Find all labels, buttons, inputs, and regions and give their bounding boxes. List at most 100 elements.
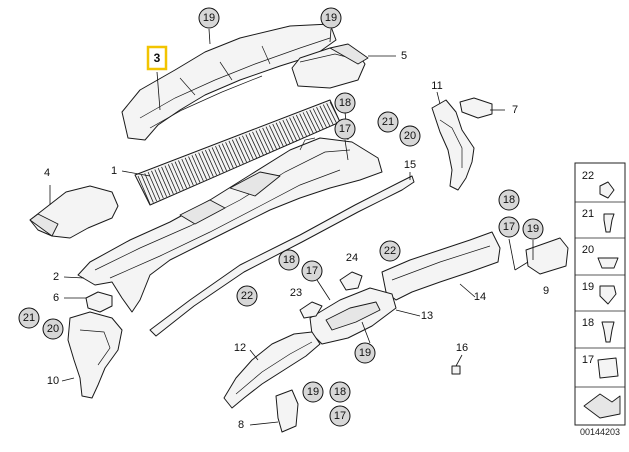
legend-number-22: 22	[582, 170, 594, 182]
svg-text:18: 18	[339, 97, 351, 109]
filter-pleat	[157, 168, 171, 196]
filter-pleat	[228, 140, 241, 166]
part-number-2: 2	[53, 271, 59, 283]
callout-20-left: 20	[42, 318, 64, 340]
filter-pleat	[295, 114, 308, 137]
svg-text:21: 21	[23, 312, 35, 324]
legend-number-21: 21	[582, 208, 594, 220]
filter-pleat	[225, 142, 238, 167]
filter-pleat	[322, 104, 334, 126]
callout-19-top-left: 19	[198, 7, 220, 29]
filter-pleat	[218, 144, 231, 170]
svg-text:19: 19	[527, 223, 539, 235]
filter-pleat	[275, 122, 288, 146]
part-11-duct	[431, 99, 475, 191]
legend-panel	[574, 162, 626, 426]
filter-pleat	[198, 152, 211, 179]
part-number-6: 6	[53, 292, 59, 304]
svg-text:21: 21	[382, 116, 394, 128]
svg-text:17: 17	[503, 221, 515, 233]
svg-text:17: 17	[334, 410, 346, 422]
callout-18-mid: 18	[278, 249, 300, 271]
part-14-panel	[381, 231, 501, 301]
reference-number: 00144203	[580, 427, 620, 437]
filter-pleat	[215, 145, 228, 172]
legend-number-17: 17	[582, 354, 594, 366]
svg-text:19: 19	[359, 347, 371, 359]
callout-22-lower: 22	[236, 285, 258, 307]
part-number-16: 16	[456, 342, 468, 354]
filter-pleat	[191, 155, 204, 182]
svg-text:19: 19	[203, 12, 215, 24]
label-23: 23	[290, 287, 302, 299]
part-13-housing	[309, 287, 397, 345]
callout-17-right: 17	[498, 216, 520, 238]
part-10-duct	[67, 311, 123, 399]
filter-pleat	[258, 129, 271, 153]
part-number-14: 14	[474, 291, 486, 303]
filter-pleat	[269, 125, 281, 149]
filter-pleat	[205, 149, 218, 176]
callout-17-bottom: 17	[329, 405, 351, 427]
svg-text:17: 17	[306, 265, 318, 277]
svg-text:20: 20	[404, 130, 416, 142]
callout-22-mid: 22	[379, 240, 401, 262]
filter-pleat	[178, 160, 191, 187]
callout-21-upper: 21	[377, 111, 399, 133]
filter-pleat	[141, 174, 154, 203]
part-number-4: 4	[44, 167, 50, 179]
part-number-13: 13	[421, 310, 433, 322]
filter-pleat	[255, 130, 268, 154]
filter-pleat	[144, 173, 158, 202]
svg-text:20: 20	[47, 323, 59, 335]
filter-pleat	[299, 113, 311, 136]
part-number-7: 7	[512, 104, 518, 116]
filter-pleat	[161, 166, 174, 195]
svg-text:17: 17	[339, 123, 351, 135]
filter-pleat	[167, 164, 181, 192]
svg-text:22: 22	[241, 290, 253, 302]
filter-pleat	[292, 116, 304, 138]
part-16-screw	[451, 365, 461, 375]
callout-19-top-right: 19	[320, 7, 342, 29]
filter-pleat	[326, 103, 338, 124]
part-number-15: 15	[404, 159, 416, 171]
part-number-5: 5	[401, 50, 407, 62]
filter-pleat	[164, 165, 178, 193]
clip-parts	[299, 271, 363, 319]
part-15-seal	[149, 175, 415, 337]
filter-pleat	[272, 123, 284, 147]
filter-pleat	[329, 101, 341, 123]
svg-text:22: 22	[384, 245, 396, 257]
part-number-9: 9	[543, 285, 549, 297]
svg-text:18: 18	[283, 254, 295, 266]
part-number-11: 11	[431, 80, 442, 92]
filter-pleat	[279, 121, 291, 144]
svg-text:19: 19	[307, 386, 319, 398]
filter-pleat	[181, 158, 194, 186]
filter-pleat	[194, 153, 208, 180]
legend-number-19: 19	[582, 281, 594, 293]
filter-pleat	[201, 151, 214, 177]
part-numbers: 3 5 11 7 1 15 4 2 14 9 6 13 10 12 16 8	[44, 45, 549, 431]
part-6-clip	[85, 291, 113, 313]
callout-19-bottom: 19	[302, 381, 324, 403]
filter-pleat	[221, 143, 234, 169]
callout-18-bottom: 18	[329, 381, 351, 403]
legend-number-20: 20	[582, 244, 594, 256]
filter-pleat	[265, 126, 278, 150]
callout-17-upper: 17	[334, 118, 356, 140]
filter-pleat	[306, 110, 318, 133]
part-number-8: 8	[238, 419, 244, 431]
callouts: 19 19 18 17 21 20 18 17 19 22 18 17 22 1…	[18, 7, 544, 427]
filter-pleat	[319, 105, 331, 127]
filter-pleat	[285, 118, 298, 141]
callout-21-left: 21	[18, 307, 40, 329]
legend-numbers: 22 21 20 19 18 17	[582, 170, 594, 366]
part-number-1: 1	[111, 165, 117, 177]
filter-pleat	[262, 127, 274, 151]
callout-19-right: 19	[522, 218, 544, 240]
part-7-clip	[459, 97, 493, 119]
callout-19-lower: 19	[354, 342, 376, 364]
